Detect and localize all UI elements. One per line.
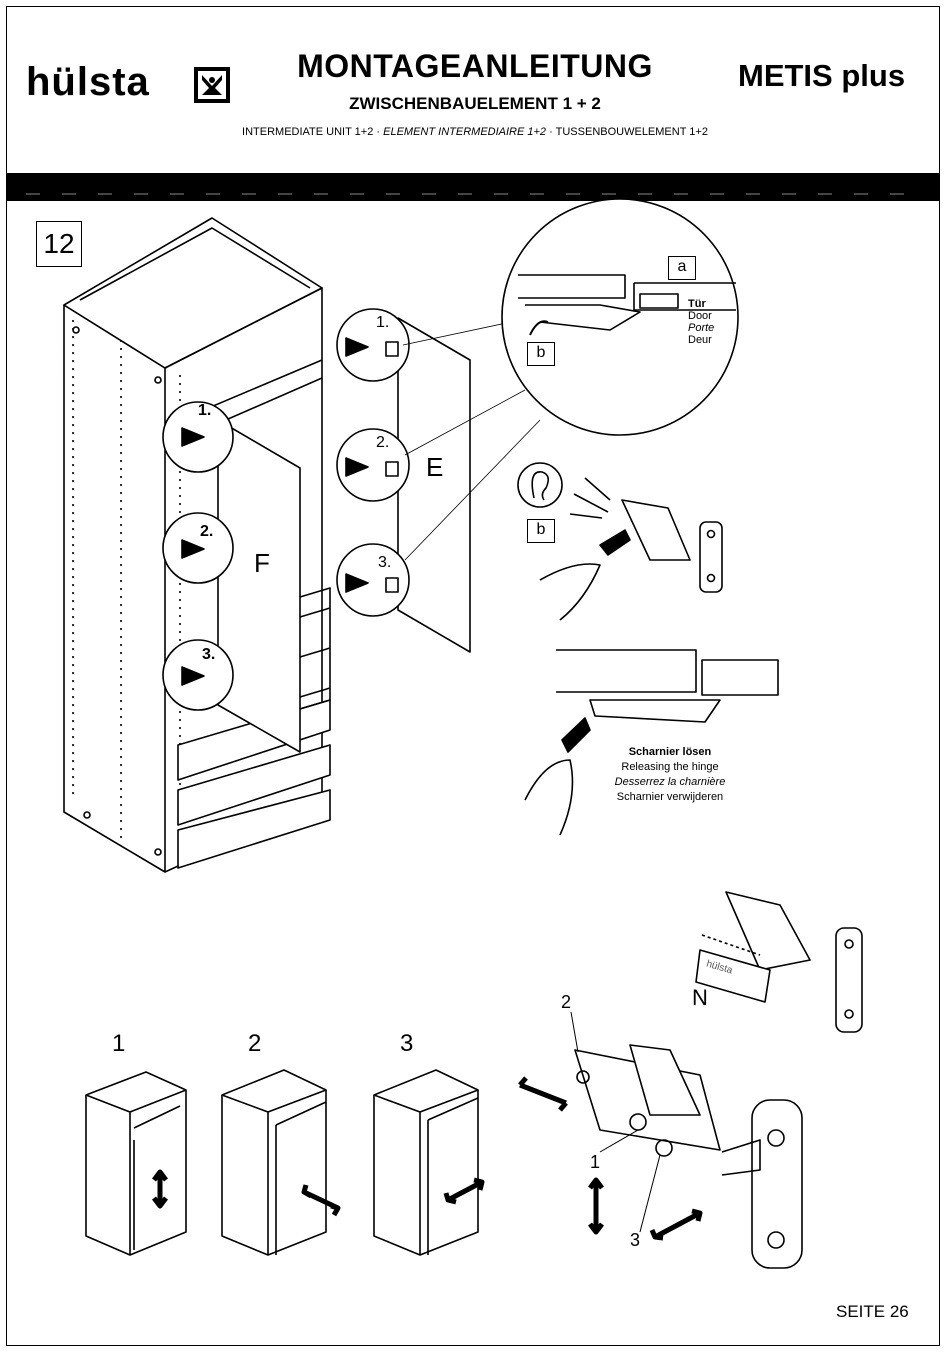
door-label-fr: Porte bbox=[688, 322, 714, 334]
release-title: Scharnier lösen bbox=[590, 745, 750, 760]
callout-a: a bbox=[668, 256, 696, 280]
callout-b: b bbox=[527, 342, 555, 366]
hinge-marker-right-3: 3. bbox=[378, 554, 391, 572]
hinge-marker-right-1: 1. bbox=[376, 314, 389, 332]
release-detail bbox=[525, 650, 778, 835]
release-fr: Desserrez la charnière bbox=[590, 775, 750, 790]
view-label-2: 2 bbox=[248, 1030, 261, 1058]
release-nl: Scharnier verwijderen bbox=[590, 790, 750, 805]
hinge-circle-right-3 bbox=[337, 544, 409, 616]
door-label-f: F bbox=[254, 548, 270, 579]
release-en: Releasing the hinge bbox=[590, 760, 750, 775]
door-label-nl: Deur bbox=[688, 334, 712, 346]
door-label-en: Door bbox=[688, 310, 712, 322]
hinge-marker-left-3: 3. bbox=[202, 646, 215, 664]
view-2 bbox=[222, 1070, 338, 1255]
page-number: SEITE 26 bbox=[836, 1302, 909, 1322]
screw-label-3: 3 bbox=[630, 1230, 640, 1251]
cover-label-n: N bbox=[692, 985, 708, 1011]
adjustment-hinge bbox=[520, 1012, 802, 1268]
ear-icon bbox=[518, 463, 562, 507]
hinge-circle-right-1 bbox=[337, 309, 409, 381]
view-label-1: 1 bbox=[112, 1030, 125, 1058]
release-caption: Scharnier lösen Releasing the hinge Dess… bbox=[590, 745, 750, 805]
hinge-marker-left-1: 1. bbox=[198, 402, 211, 420]
hinge-circle-left-3 bbox=[163, 640, 233, 710]
door-e bbox=[398, 318, 470, 652]
sound-callout-b: b bbox=[527, 519, 555, 543]
view-label-3: 3 bbox=[400, 1030, 413, 1058]
view-1 bbox=[86, 1072, 186, 1255]
hinge-marker-right-2: 2. bbox=[376, 434, 389, 452]
hinge-press bbox=[540, 500, 722, 620]
hinge-circle-right-2 bbox=[337, 429, 409, 501]
door-label-e: E bbox=[426, 452, 443, 483]
screw-label-1: 1 bbox=[590, 1152, 600, 1173]
door-label-de: Tür bbox=[688, 298, 706, 310]
view-3 bbox=[374, 1070, 482, 1255]
hinge-circle-left-2 bbox=[163, 513, 233, 583]
screw-label-2: 2 bbox=[561, 992, 571, 1013]
hinge-marker-left-2: 2. bbox=[200, 523, 213, 541]
